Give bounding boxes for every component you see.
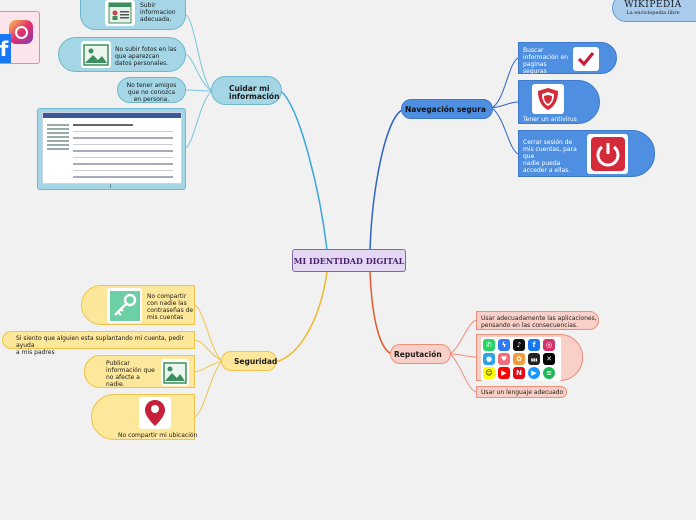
branch-reputacion[interactable]: Reputación: [390, 344, 451, 364]
facebook-icon: f: [0, 34, 11, 63]
instagram-icon: ◎: [543, 339, 555, 351]
navegacion-item-buscar-text: Buscar información en paginas seguras: [523, 47, 568, 75]
wikipedia-badge[interactable]: Wikipedia La enciclopedia libre: [612, 0, 696, 22]
cuidar-item-screenshot[interactable]: i: [37, 108, 186, 190]
seguridad-item-ubicacion[interactable]: No compartir mi ubicación: [91, 394, 198, 440]
prime-video-icon: ▶: [528, 367, 540, 379]
navegacion-item-cerrar-text: Cerrar sesión de mis cuentas, para que n…: [523, 139, 577, 174]
link-central-cuidar: [281, 91, 328, 251]
links-cuidar: [185, 14, 213, 149]
whatsapp-icon: ✆: [483, 339, 495, 351]
cuidar-item-fotos[interactable]: No subir fotos en las que aparezcan dato…: [58, 37, 186, 72]
seguridad-item-ubicacion-text: No compartir mi ubicación: [118, 432, 198, 439]
heart-app-icon: ♥: [498, 353, 510, 365]
reputacion-item-lenguaje[interactable]: Usar un lenguaje adecuado: [476, 386, 567, 398]
shield-icon: [532, 84, 564, 114]
youtube-icon: ▶: [498, 367, 510, 379]
branch-navegacion-label: Navegación segura: [405, 105, 486, 114]
navegacion-item-cerrar[interactable]: Cerrar sesión de mis cuentas, para que n…: [518, 130, 655, 177]
links-seguridad: [194, 304, 223, 418]
branch-seguridad-label: Seguridad: [234, 357, 278, 366]
instagram-icon: [9, 20, 33, 44]
power-icon: [587, 134, 628, 174]
links-navegacion: [491, 57, 519, 155]
social-logos-image: f: [0, 11, 40, 64]
cuidar-item-amigos-text: No tener amigos que no conozca en person…: [126, 82, 177, 103]
image-icon: [161, 359, 189, 386]
seguridad-item-suplantacion[interactable]: Si siento que alguien esta suplantando m…: [2, 331, 195, 356]
messenger-icon: ϟ: [498, 339, 510, 351]
cuidar-item-subir[interactable]: Subir informacion adecuada.: [80, 0, 186, 30]
branch-seguridad[interactable]: Seguridad: [221, 351, 277, 371]
wikipedia-tagline: La enciclopedia libre: [626, 10, 680, 16]
central-topic[interactable]: MI IDENTIDAD DIGITAL: [292, 249, 406, 272]
navegacion-item-antivirus[interactable]: Tener un antivirus: [518, 80, 600, 124]
cuidar-item-amigos[interactable]: No tener amigos que no conozca en person…: [117, 77, 186, 103]
reputacion-item-lenguaje-text: Usar un lenguaje adecuado: [481, 389, 564, 396]
navegacion-item-buscar[interactable]: Buscar información en paginas seguras: [518, 42, 617, 75]
seguridad-item-contrasenas[interactable]: No compartir con nadie las contraseñas d…: [81, 285, 195, 325]
seguridad-item-suplantacion-text: Si siento que alguien esta suplantando m…: [16, 335, 184, 356]
seguridad-item-contrasenas-text: No compartir con nadie las contraseñas d…: [147, 293, 194, 321]
links-reputacion: [449, 319, 477, 393]
reputacion-item-aplicaciones[interactable]: Usar adecuadamente las aplicaciones, pen…: [476, 311, 599, 330]
navegacion-item-antivirus-text: Tener un antivirus: [523, 116, 577, 123]
seguridad-item-publicar-text: Publicar información que no afecte a nad…: [106, 360, 155, 388]
branch-reputacion-label: Reputación: [394, 350, 442, 359]
qq-icon: ●: [483, 353, 495, 365]
link-central-reputacion: [369, 271, 393, 355]
document-icon: [105, 0, 135, 26]
netflix-icon: N: [513, 367, 525, 379]
games-icon: ✿: [513, 353, 525, 365]
branch-cuidar-label: Cuidar mi información: [229, 84, 280, 101]
reputacion-item-apps-image[interactable]: ✆ ϟ ♪ f ◎ ● ♥ ✿ ▮▮▮ ✕ ☺ N ▶ ▶ ≡: [476, 334, 583, 381]
app-icons-grid: ✆ ϟ ♪ f ◎ ● ♥ ✿ ▮▮▮ ✕ ☺ N ▶ ▶ ≡: [481, 337, 561, 381]
central-topic-label: MI IDENTIDAD DIGITAL: [293, 255, 405, 266]
tiktok-icon: ♪: [513, 339, 525, 351]
facebook-settings-screenshot: [42, 112, 182, 184]
screenshot-caption: i: [110, 184, 112, 190]
capcut-icon: ✕: [543, 353, 555, 365]
link-central-seguridad: [275, 271, 328, 363]
cuidar-item-subir-text: Subir informacion adecuada.: [140, 2, 176, 23]
seguridad-item-publicar[interactable]: Publicar información que no afecte a nad…: [84, 355, 195, 388]
branch-cuidar[interactable]: Cuidar mi información: [211, 76, 282, 105]
location-pin-icon: [139, 397, 171, 429]
link-central-navegacion: [369, 109, 403, 251]
key-icon: [107, 288, 142, 323]
cuidar-item-fotos-text: No subir fotos en las que aparezcan dato…: [115, 46, 177, 67]
facebook-icon: f: [528, 339, 540, 351]
image-icon: [81, 41, 111, 68]
branch-navegacion[interactable]: Navegación segura: [401, 99, 493, 119]
reputacion-item-aplicaciones-text: Usar adecuadamente las aplicaciones, pen…: [481, 315, 597, 329]
checkmark-icon: [573, 47, 599, 71]
wikipedia-logo-text: Wikipedia: [624, 0, 682, 10]
spotify-icon: ≡: [543, 367, 555, 379]
deezer-icon: ▮▮▮: [528, 353, 540, 365]
snapchat-icon: ☺: [483, 367, 495, 379]
